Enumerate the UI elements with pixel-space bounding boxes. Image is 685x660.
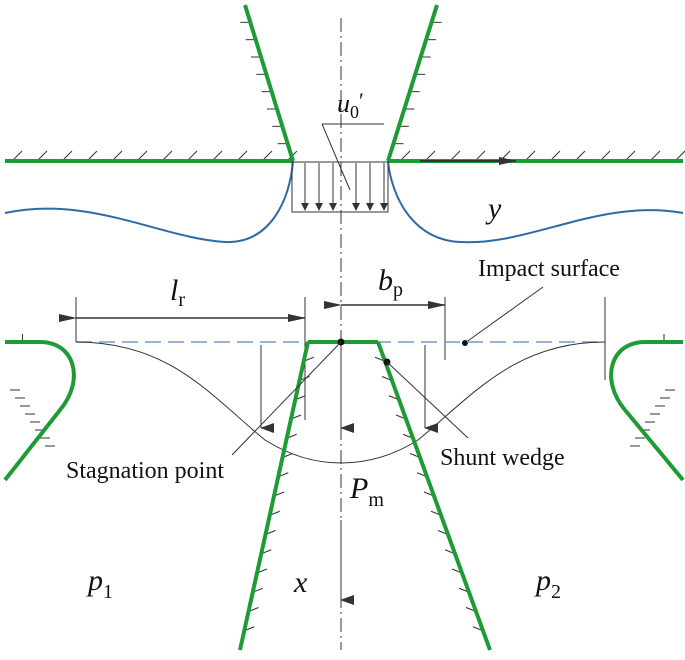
impact-surface-label: Impact surface: [478, 256, 620, 282]
jet-boundary-right: [387, 160, 684, 244]
x-axis-label: x: [293, 566, 308, 599]
jet-boundary-left: [4, 160, 294, 244]
shunt-wedge-leader: [386, 361, 469, 439]
stagnation-point-label: Stagnation point: [66, 458, 224, 484]
nozzle-wall-left: [243, 4, 295, 162]
side-wall-left: [3, 340, 76, 482]
u0-label: u0′: [337, 88, 364, 122]
bp-label: bp: [378, 264, 403, 301]
u0-leader-d: [321, 123, 351, 191]
shunt-wedge-right: [376, 341, 492, 651]
lr-label: lr: [170, 274, 185, 311]
nozzle-wall-right: [386, 4, 439, 162]
impact-surface-dot: [462, 340, 468, 346]
pm-label: Pm: [349, 472, 384, 511]
p1-label: p1: [86, 564, 113, 603]
inflow-velocity-arrows: [301, 163, 388, 211]
shunt-wedge-left: [238, 341, 310, 651]
impact-surface-leader: [464, 286, 544, 344]
y-axis-label: y: [485, 192, 502, 225]
shunt-wedge-label: Shunt wedge: [440, 445, 565, 471]
side-wall-right: [609, 340, 685, 482]
inflow-profile-box: [291, 161, 389, 213]
pressure-distribution-curve: [75, 341, 606, 464]
stagnation-leader: [231, 341, 342, 456]
p2-label: p2: [534, 564, 561, 603]
